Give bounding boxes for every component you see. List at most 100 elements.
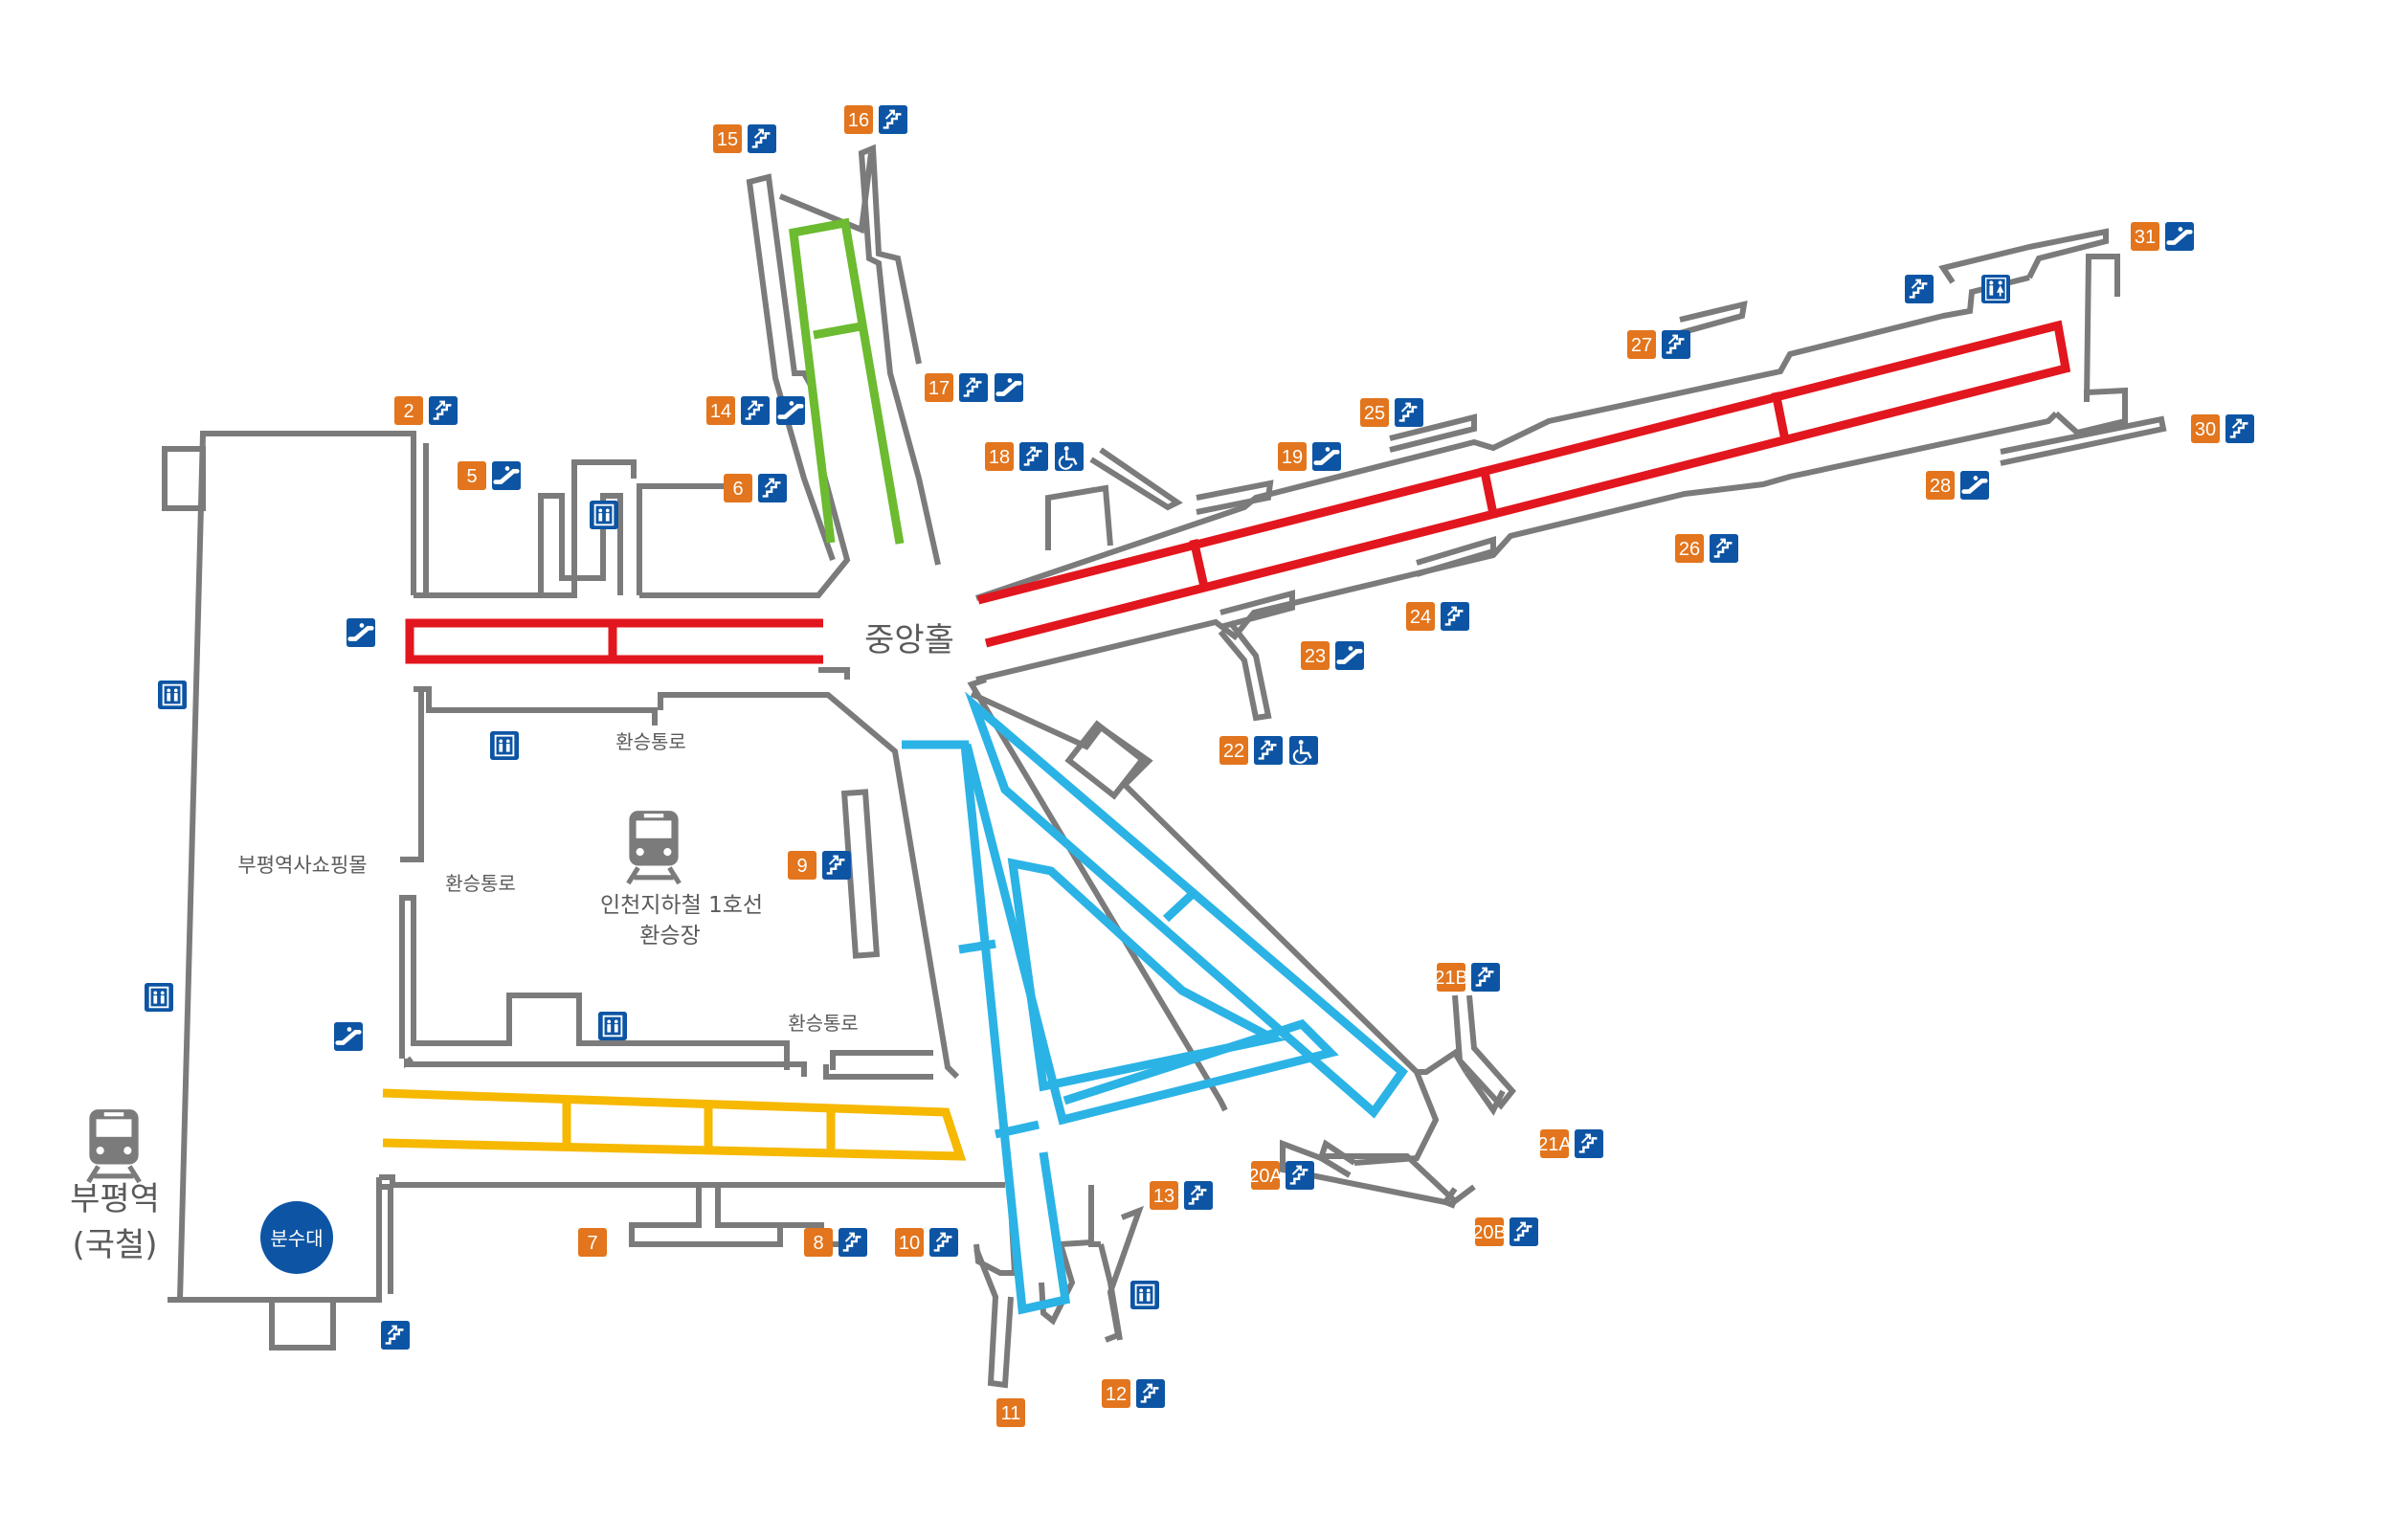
stairs-icon [381, 1321, 410, 1350]
exit-number: 12 [1106, 1384, 1127, 1405]
exit-number: 22 [1223, 741, 1244, 762]
exit-number: 14 [710, 401, 731, 422]
train-icon [628, 811, 679, 883]
exit-8: 8 [804, 1228, 867, 1257]
exit-number: 21A [1537, 1134, 1572, 1155]
exit-badge [2191, 414, 2220, 443]
exit-badge [1102, 1379, 1130, 1408]
exit-number: 27 [1631, 335, 1652, 356]
exit-number: 2 [403, 401, 414, 422]
exit-19: 19 [1278, 442, 1341, 471]
exit-number: 15 [717, 129, 738, 150]
exit-badge [925, 373, 953, 402]
elevator-icon [158, 681, 187, 709]
exit-badge [724, 474, 752, 502]
red-line-east [976, 320, 2071, 648]
exit-14: 14 [706, 396, 805, 425]
yellow-line [382, 1088, 967, 1161]
wheelchair-icon [1055, 442, 1084, 471]
exit-number: 18 [989, 447, 1010, 468]
exit-number: 20B [1472, 1222, 1507, 1243]
exit-number: 9 [796, 856, 807, 877]
train-icon-korail [88, 1109, 139, 1182]
exit-25: 25 [1360, 398, 1423, 427]
stairs-icon [1441, 602, 1469, 631]
transfer-passage-label-north: 환승통로 [615, 730, 686, 753]
exit-badge [985, 442, 1014, 471]
exit-21A: 21A [1537, 1129, 1603, 1158]
fountain: 분수대 [260, 1201, 333, 1274]
exit-21B: 21B [1434, 963, 1500, 992]
stairs-icon [1510, 1217, 1538, 1246]
green-line [789, 217, 905, 545]
exit-badge [1540, 1129, 1569, 1158]
exit-badge [1360, 398, 1389, 427]
exit-31: 31 [2131, 222, 2194, 251]
exit-badge [996, 1398, 1025, 1427]
exit-6: 6 [724, 474, 787, 502]
stairs-icon [1662, 330, 1690, 359]
stairs-icon [758, 474, 787, 502]
exit-badge [788, 851, 816, 880]
stairs-icon [1710, 534, 1738, 563]
exit-badge [804, 1228, 833, 1257]
escalator-icon [1335, 641, 1364, 670]
transfer-passage-label-west: 환승통로 [445, 872, 516, 895]
exit-number: 8 [813, 1233, 823, 1254]
exit-number: 11 [1001, 1403, 1021, 1424]
exit-number: 19 [1282, 447, 1303, 468]
exit-number: 5 [466, 466, 477, 487]
stairs-icon [429, 396, 458, 425]
escalator-icon [492, 461, 521, 490]
stairs-icon [929, 1228, 958, 1257]
escalator-icon [1960, 471, 1989, 500]
stairs-icon [839, 1228, 867, 1257]
escalator-icon [776, 396, 805, 425]
exit-number: 26 [1679, 539, 1700, 560]
stairs-icon [748, 124, 776, 153]
exit-number: 20A [1248, 1166, 1283, 1187]
stairs-icon [1286, 1161, 1314, 1190]
exit-badge [1251, 1161, 1280, 1190]
stairs-icon [1136, 1379, 1165, 1408]
central-hall-label: 중앙홀 [864, 621, 954, 659]
transfer-passage-label-south: 환승통로 [788, 1012, 859, 1035]
escalator-icon [2165, 222, 2194, 251]
exit-9: 9 [788, 851, 851, 880]
red-line-west [405, 618, 823, 664]
stairs-icon [822, 851, 851, 880]
elevator-icon [590, 501, 618, 529]
exit-24: 24 [1406, 602, 1469, 631]
stairs-icon [1905, 275, 1934, 303]
stairs-icon [959, 373, 988, 402]
svg-text:분수대: 분수대 [270, 1227, 323, 1250]
exit-badge [1301, 641, 1330, 670]
exit-28: 28 [1926, 471, 1989, 500]
exit-badge [2131, 222, 2159, 251]
exit-26: 26 [1675, 534, 1738, 563]
exit-number: 10 [899, 1233, 920, 1254]
bupyeong-station-label: 부평역 [70, 1180, 160, 1218]
elevator-icon [145, 983, 173, 1012]
escalator-icon [1312, 442, 1341, 471]
exit-number: 16 [848, 110, 869, 131]
exit-number: 25 [1364, 403, 1385, 424]
stairs-icon [1575, 1129, 1603, 1158]
exit-badge [1150, 1181, 1178, 1210]
exit-number: 24 [1410, 607, 1431, 628]
exit-badge [713, 124, 742, 153]
stairs-icon [1395, 398, 1423, 427]
shopping-mall-label: 부평역사쇼핑몰 [237, 854, 367, 877]
escalator-icon [347, 618, 375, 647]
exit-number: 7 [587, 1233, 597, 1254]
exit-15: 15 [713, 124, 776, 153]
exit-number: 28 [1930, 476, 1951, 497]
exit-20A: 20A [1248, 1161, 1314, 1190]
transfer-station-label: 인천지하철 1호선 [600, 893, 763, 918]
exit-number: 31 [2135, 227, 2156, 248]
exit-badge [895, 1228, 924, 1257]
exit-12: 12 [1102, 1379, 1165, 1408]
stairs-icon [1019, 442, 1048, 471]
